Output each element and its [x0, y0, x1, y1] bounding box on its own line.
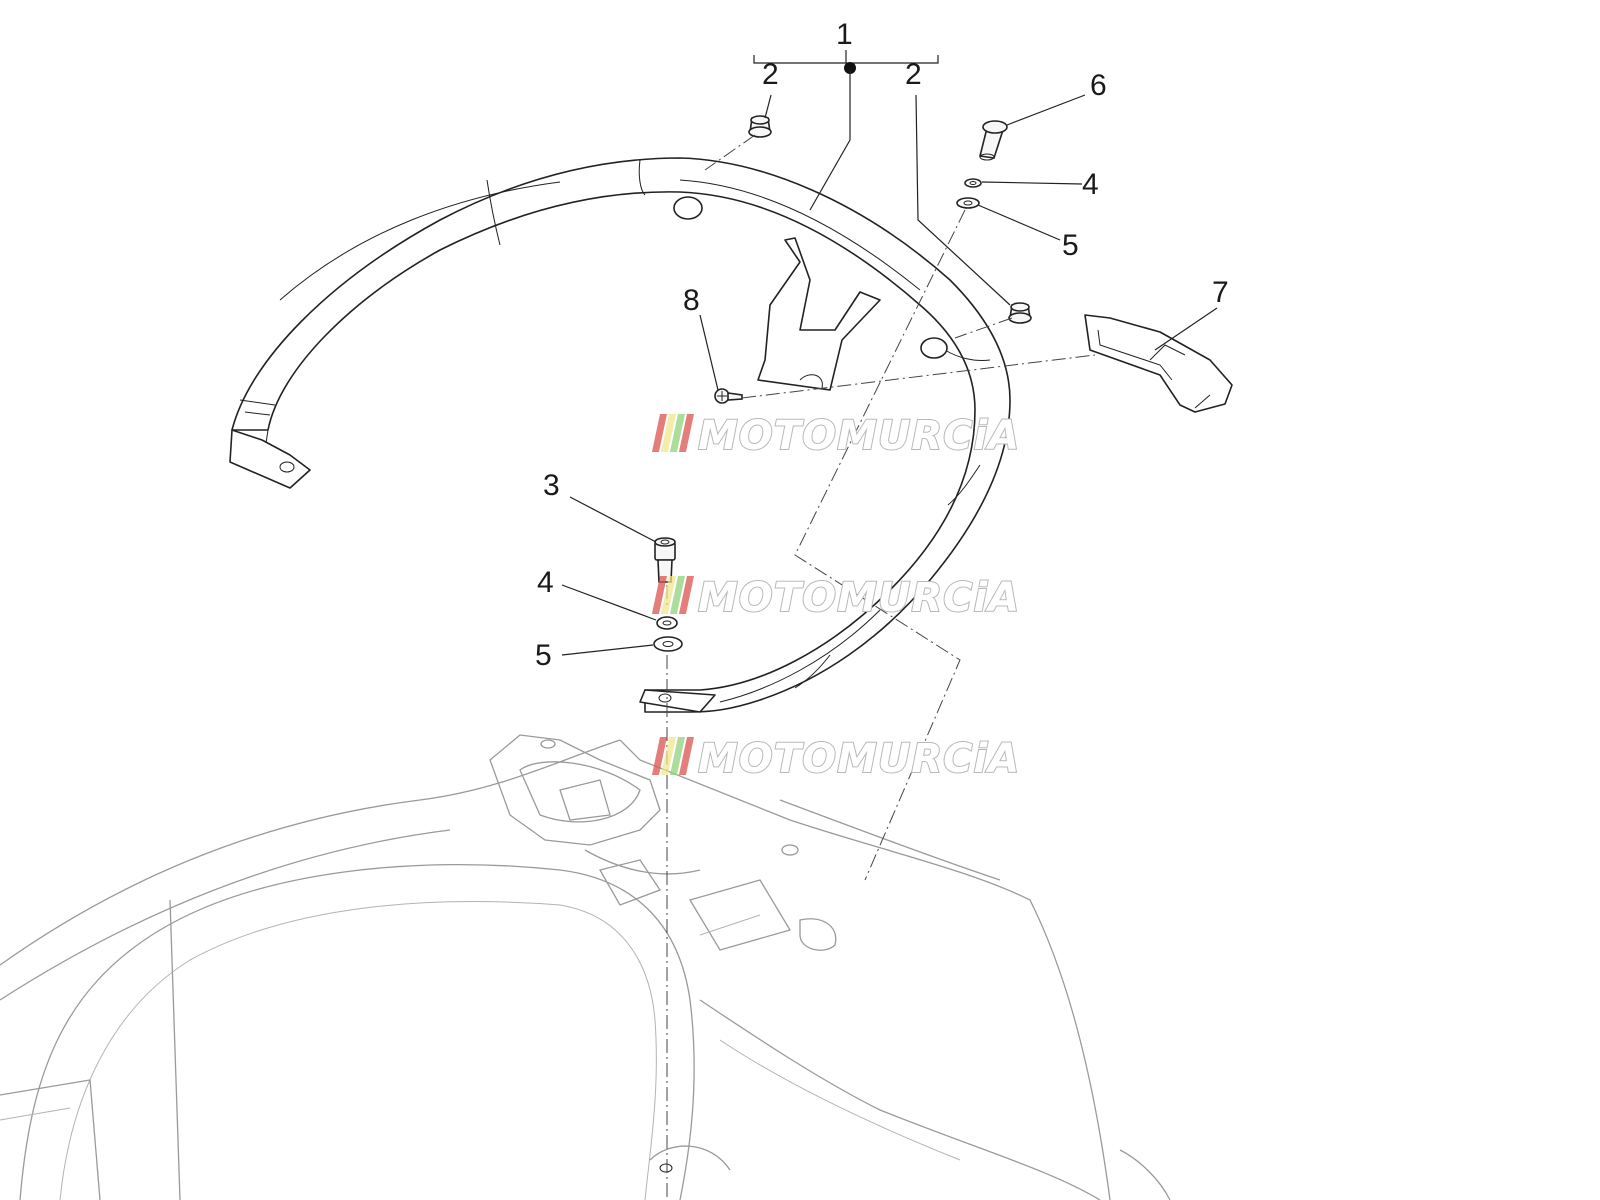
callout-8: 8 — [683, 284, 700, 317]
watermark-bottom: MOTOMURCiA — [651, 735, 1020, 783]
washer-bottom-small — [656, 616, 678, 630]
watermark-stripes — [651, 414, 694, 452]
callout-5-top: 5 — [1062, 229, 1079, 262]
callout-6: 6 — [1090, 69, 1107, 102]
callout-4-top: 4 — [1082, 168, 1099, 201]
watermark-text: MOTOMURCiA — [698, 413, 1020, 459]
watermark-top: MOTOMURCiA — [651, 412, 1020, 460]
spacer-grommet-left — [748, 115, 772, 138]
callout-4-bottom: 4 — [537, 566, 554, 599]
washer-top-small — [964, 178, 982, 188]
watermark-stripes — [651, 576, 694, 614]
socket-head-bolt — [654, 537, 676, 583]
leader-lines — [561, 50, 1218, 656]
callout-7: 7 — [1212, 276, 1229, 309]
pin-screw — [979, 120, 1008, 161]
watermark-text: MOTOMURCiA — [698, 575, 1020, 621]
callout-5-bottom: 5 — [535, 639, 552, 672]
washer-bottom-large — [653, 636, 683, 652]
washer-top-large — [956, 197, 980, 209]
watermark-middle: MOTOMURCiA — [651, 574, 1020, 622]
luggage-rack — [229, 157, 1011, 713]
callout-1-dot — [844, 62, 856, 74]
spacer-grommet-right — [1008, 302, 1032, 324]
assembly-lines — [659, 134, 1096, 1200]
rear-grip-cover — [1084, 314, 1233, 413]
callout-2-left: 2 — [762, 58, 779, 91]
scooter-rear-body — [0, 734, 1171, 1200]
callout-1: 1 — [836, 18, 853, 51]
self-tapping-screw — [714, 388, 743, 404]
watermark-stripes — [651, 737, 694, 775]
callout-3: 3 — [543, 469, 560, 502]
watermark-text: MOTOMURCiA — [698, 736, 1020, 782]
callout-2-right: 2 — [905, 58, 922, 91]
